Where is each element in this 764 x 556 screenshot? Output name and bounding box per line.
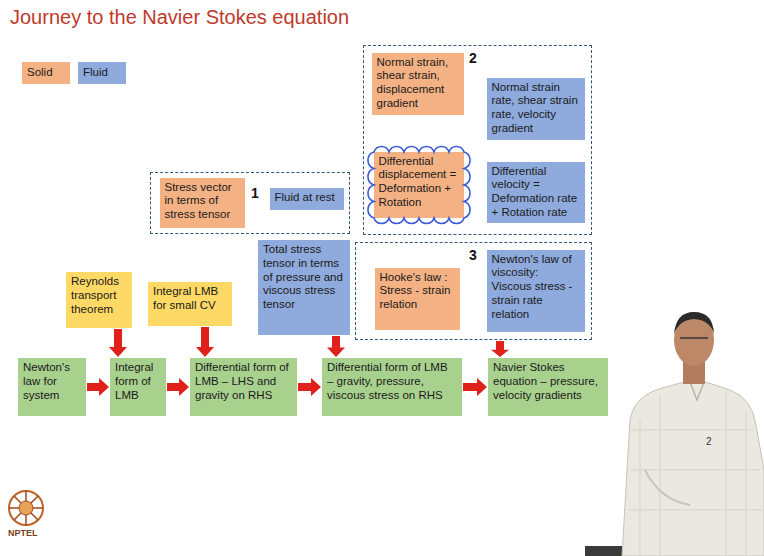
logo-petals <box>9 491 43 525</box>
box-text: Differential form of LMB – gravity, pres… <box>322 358 462 405</box>
callout-number: 3 <box>469 247 477 263</box>
box-text: Hooke's law : Stress - strain relation <box>375 268 460 315</box>
block-arrow <box>167 378 189 396</box>
box-text: Integral form of LMB <box>110 358 166 405</box>
legend-text: Fluid <box>78 62 126 82</box>
box-text: Differential form of LMB – LHS and gravi… <box>190 358 297 405</box>
presenter-glasses <box>680 337 708 339</box>
shirt-collar <box>690 382 704 400</box>
block-arrow <box>463 378 487 396</box>
step-box: Integral form of LMB <box>110 358 166 416</box>
logo-ring <box>9 491 43 525</box>
step-box: Navier Stokes equation – pressure, veloc… <box>488 358 608 416</box>
box-text: Integral LMB for small CV <box>148 282 232 316</box>
presenter-shirt <box>622 382 764 556</box>
theorem-box: Reynolds transport theorem <box>66 272 132 328</box>
block-arrow <box>298 378 321 396</box>
box-text: Newton's law of viscosity: Viscous stres… <box>487 250 585 325</box>
callout-number: 1 <box>251 185 259 201</box>
dashed-group: 1 Stress vector in terms of stress tensor… <box>150 172 350 234</box>
dashed-group: 3Hooke's law : Stress - strain relation N… <box>355 242 592 340</box>
cloud-box: Differential displacement = Deformation … <box>374 152 464 218</box>
box-text: Navier Stokes equation – pressure, veloc… <box>488 358 608 405</box>
solid-concept-box: Normal strain, shear strain, displacemen… <box>372 53 464 115</box>
box-text: Fluid at rest <box>270 188 344 208</box>
block-arrow <box>87 378 109 396</box>
shirt-pattern <box>640 392 746 556</box>
fluid-concept-box: Differential velocity = Deformation rate… <box>487 162 585 223</box>
slide-title: Journey to the Navier Stokes equation <box>10 6 349 29</box>
fluid-concept-box: Newton's law of viscosity: Viscous stres… <box>487 250 585 332</box>
legend-swatch: Fluid <box>78 62 126 84</box>
block-arrow <box>196 327 214 357</box>
shirt-pattern <box>628 430 762 510</box>
theorem-box: Integral LMB for small CV <box>148 282 232 326</box>
box-text: Normal strain rate, shear strain rate, v… <box>487 78 585 139</box>
callout-number: 2 <box>469 50 477 66</box>
dashed-group: 2 Normal strain, shear strain, displaceme… <box>363 45 592 235</box>
step-box: Differential form of LMB – gravity, pres… <box>322 358 462 416</box>
step-box: Differential form of LMB – LHS and gravi… <box>190 358 297 416</box>
fluid-concept-box: Normal strain rate, shear strain rate, v… <box>487 78 585 140</box>
fluid-concept-box: Total stress tensor in terms of pressure… <box>258 240 350 335</box>
fluid-concept-box: Fluid at rest <box>270 188 344 210</box>
box-text: Normal strain, shear strain, displacemen… <box>372 53 464 114</box>
block-arrow <box>327 336 345 357</box>
presenter-arm <box>645 470 690 505</box>
block-arrow <box>109 329 127 357</box>
solid-concept-box: Stress vector in terms of stress tensor <box>160 178 245 228</box>
presenter-hair <box>674 312 714 334</box>
logo-text: NPTEL <box>8 528 38 538</box>
box-text: Newton's law for system <box>18 358 86 405</box>
box-text: Reynolds transport theorem <box>66 272 132 319</box>
box-text: Total stress tensor in terms of pressure… <box>258 240 350 315</box>
box-text: Differential displacement = Deformation … <box>374 152 464 213</box>
logo-center <box>19 501 33 515</box>
box-text: Differential velocity = Deformation rate… <box>487 162 585 223</box>
block-arrow <box>491 341 509 357</box>
step-box: Newton's law for system <box>18 358 86 416</box>
legend-swatch: Solid <box>22 62 70 84</box>
legend-text: Solid <box>22 62 70 82</box>
solid-concept-box: Hooke's law : Stress - strain relation <box>375 268 460 330</box>
cloud-path <box>367 146 469 223</box>
slide-number: 2 <box>706 436 712 447</box>
box-text: Stress vector in terms of stress tensor <box>160 178 245 225</box>
